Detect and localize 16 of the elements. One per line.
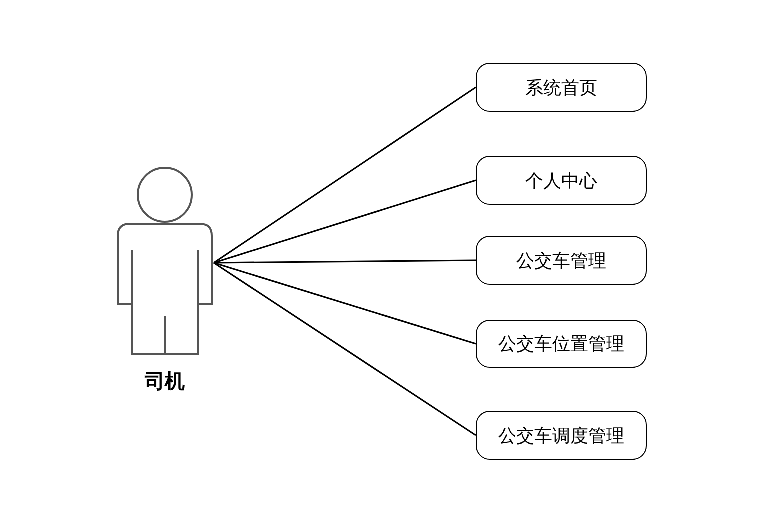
use-case-label: 公交车调度管理 [498, 424, 624, 448]
use-case-label: 个人中心 [526, 170, 598, 192]
association-line [214, 180, 476, 264]
use-case-box [476, 156, 647, 205]
association-line [214, 262, 476, 436]
association-line [214, 262, 476, 345]
use-case-box [476, 236, 647, 285]
use-case-label: 系统首页 [526, 76, 598, 100]
use-case-box [476, 63, 647, 112]
association-line [214, 86, 476, 264]
use-case-label: 公交车管理 [516, 250, 606, 272]
use-case-label: 公交车位置管理 [498, 333, 624, 356]
actor-label: 司机 [144, 368, 186, 395]
association-line [214, 260, 476, 264]
use-case-box [476, 411, 647, 460]
use-case-box [476, 320, 647, 368]
